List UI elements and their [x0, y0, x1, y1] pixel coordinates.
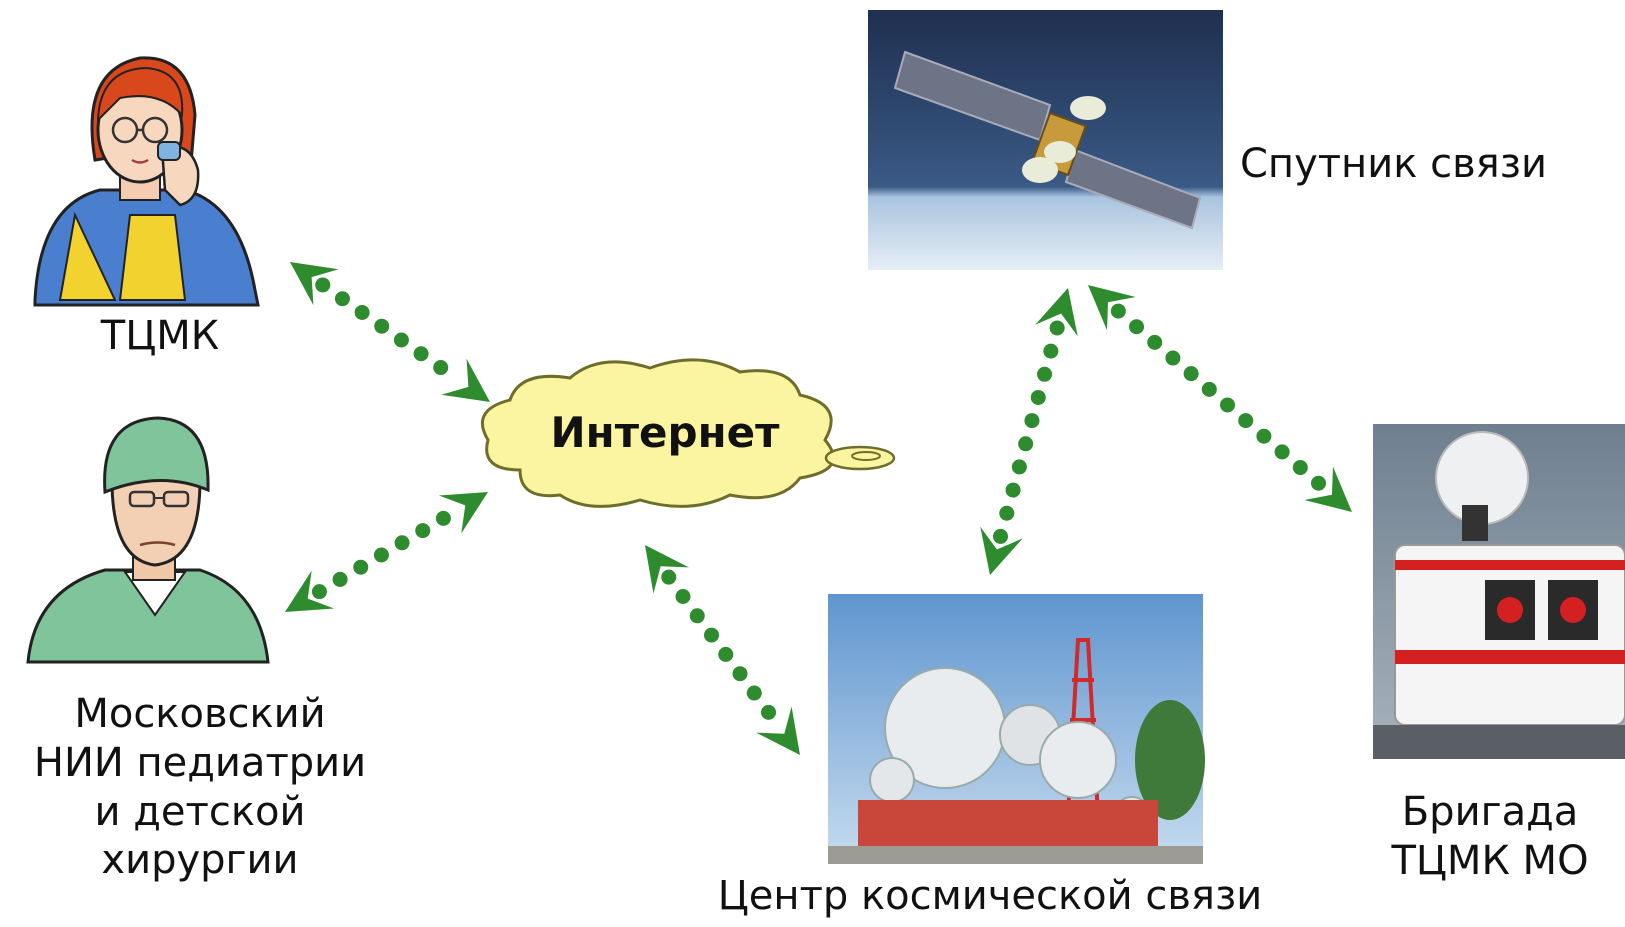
link-dot	[1037, 366, 1053, 382]
link-dot	[315, 277, 331, 293]
link-dot	[1311, 475, 1327, 491]
satellite-ground-station-photo	[828, 594, 1205, 864]
arrowhead	[1035, 288, 1078, 337]
arrowhead	[645, 545, 689, 594]
internet-label: Интернет	[551, 408, 781, 457]
surgeon-icon	[26, 416, 270, 664]
link-dot	[1011, 459, 1027, 475]
arrowhead	[290, 262, 339, 306]
mobile-ambulance-with-dish-photo	[1373, 424, 1625, 759]
link-dot	[992, 528, 1008, 544]
link-dot	[1201, 381, 1217, 397]
link-dot	[435, 510, 451, 526]
link-dot	[373, 547, 389, 563]
tcmk-label: ТЦМК	[100, 313, 220, 359]
link-dot	[999, 505, 1015, 521]
link-dot	[732, 666, 748, 682]
link-dot	[1129, 319, 1145, 335]
link-dot	[1043, 343, 1059, 359]
arrowhead	[285, 570, 335, 612]
link-dot	[1183, 366, 1199, 382]
link-dot	[1005, 482, 1021, 498]
link-dot	[1024, 413, 1040, 429]
brigade-line-1: Бригада	[1401, 789, 1579, 835]
arrowhead	[756, 706, 800, 755]
link-dot	[415, 523, 431, 539]
link-dot	[661, 569, 677, 585]
link-dot	[332, 571, 348, 587]
link-dot	[746, 685, 762, 701]
link-dot	[354, 304, 370, 320]
space-center-label: Центр космической связи	[717, 873, 1263, 919]
arrowhead	[980, 526, 1023, 575]
niid-line-1: Московский	[74, 691, 326, 737]
link-dot	[689, 608, 705, 624]
niid-line-4: хирургии	[101, 837, 299, 884]
link-dot	[1220, 397, 1236, 413]
link-dot	[1292, 460, 1308, 476]
niid-line-2: НИИ педиатрии	[33, 739, 367, 786]
link-dot	[393, 332, 409, 348]
link-tcmk-internet	[315, 277, 449, 376]
link-dot	[1238, 413, 1254, 429]
link-dot	[353, 559, 369, 575]
link-dot	[1256, 428, 1272, 444]
link-dot	[374, 318, 390, 334]
arrowhead	[438, 492, 488, 534]
link-dot	[1147, 334, 1163, 350]
link-dot	[718, 646, 734, 662]
niid-label: Московский НИИ педиатрии и детской хирур…	[0, 690, 400, 885]
link-dot	[334, 291, 350, 307]
link-dot	[433, 360, 449, 376]
link-dot	[1110, 303, 1126, 319]
brigade-label: Бригада ТЦМК МО	[1360, 788, 1620, 886]
link-dot	[1274, 444, 1290, 460]
link-dot	[311, 584, 327, 600]
niid-line-3: и детской	[94, 788, 306, 835]
link-dot	[413, 346, 429, 362]
internet-cloud-icon	[480, 358, 896, 508]
female-operator-with-phone-icon	[33, 56, 260, 307]
arrowhead	[1304, 466, 1352, 512]
link-satellite-brigade	[1110, 303, 1327, 491]
link-space-center-satellite	[992, 320, 1065, 544]
communications-satellite-photo	[868, 10, 1223, 270]
arrowhead	[441, 358, 490, 402]
link-dot	[761, 704, 777, 720]
arrowhead	[1088, 285, 1136, 331]
satellite-label: Спутник связи	[1240, 141, 1547, 187]
link-niid-internet	[311, 510, 451, 600]
link-dot	[1049, 320, 1065, 336]
links-layer	[285, 262, 1352, 755]
link-internet-space-center	[661, 569, 777, 720]
link-dot	[1165, 350, 1181, 366]
link-dot	[675, 588, 691, 604]
link-dot	[1030, 389, 1046, 405]
brigade-line-2: ТЦМК МО	[1391, 837, 1589, 884]
link-dot	[394, 535, 410, 551]
link-dot	[704, 627, 720, 643]
link-dot	[1018, 436, 1034, 452]
